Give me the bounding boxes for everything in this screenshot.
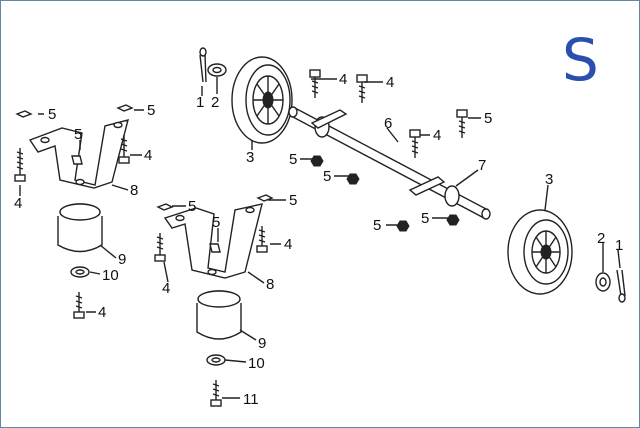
washer-right [595,272,611,292]
callout-bolt: 4 [433,127,441,144]
nut-bracket-left-2 [116,104,134,112]
callout-wheel: 3 [545,171,553,188]
callout-nut: 5 [48,106,56,123]
nut-bracket-center-3 [209,243,221,253]
callout-nut: 5 [421,210,429,227]
callout-rubber-mount: 9 [258,335,266,352]
callout-bolt: 4 [284,236,292,253]
axle [288,106,491,220]
bolt-bracket-left-1 [14,148,26,182]
callout-bolt: 11 [243,391,259,408]
callout-bracket: 8 [130,182,138,199]
callout-cotter-pin: 1 [615,237,623,254]
nut-axle-4 [446,214,460,226]
callout-bolt: 4 [98,304,106,321]
callout-washer: 2 [597,230,605,247]
bolt-mount-center [210,380,222,407]
bolt-bracket-left-2 [118,135,130,164]
callout-nut: 5 [289,151,297,168]
callout-washer: 10 [102,267,119,284]
bracket-center [163,203,263,279]
bolt-axle-2 [356,74,368,103]
bolt-bracket-center-2 [256,226,268,253]
callout-bolt: 4 [14,195,22,212]
callout-axle: 6 [384,115,392,132]
bolt-bracket-center-1 [154,233,166,262]
cotter-pin-right [616,269,626,303]
callout-bolt: 5 [484,110,492,127]
callout-nut: 5 [188,198,196,215]
bracket-left [28,119,129,189]
callout-nut: 5 [212,214,220,231]
callout-rubber-mount: 9 [118,251,126,268]
nut-axle-2 [346,173,360,185]
washer-left [207,63,227,77]
wheel-left [231,56,293,144]
rubber-mount-center [196,290,242,340]
callout-bracket-axle: 7 [478,157,486,174]
wheel-right [507,209,573,295]
washer-mount-center [206,354,226,366]
callout-washer: 10 [248,355,265,372]
callout-washer: 2 [211,94,219,111]
bolt-axle-1 [309,69,321,98]
callout-bolt: 4 [144,147,152,164]
bolt-axle-3 [409,129,421,158]
callout-nut: 5 [373,217,381,234]
callout-bracket: 8 [266,276,274,293]
cotter-pin-left [199,47,207,83]
callout-nut: 5 [74,126,82,143]
section-letter: S [562,26,599,94]
rubber-mount-left [57,203,103,253]
nut-axle-1 [310,155,324,167]
bolt-mount-left [73,292,85,319]
callout-cotter-pin: 1 [196,94,204,111]
nut-bracket-center-2 [256,194,274,202]
nut-bracket-left-1 [15,110,33,118]
nut-axle-3 [396,220,410,232]
callout-bolt: 4 [162,280,170,297]
washer-mount-left [70,266,90,278]
callout-bolt: 4 [339,71,347,88]
callout-nut: 5 [147,102,155,119]
callout-nut: 5 [289,192,297,209]
callout-wheel: 3 [246,149,254,166]
callout-bolt: 4 [386,74,394,91]
leader-lines [19,78,621,399]
nut-bracket-left-3 [71,155,83,165]
bolt-axle-4 [456,109,468,138]
nut-bracket-center-1 [156,203,174,211]
callout-nut: 5 [323,168,331,185]
